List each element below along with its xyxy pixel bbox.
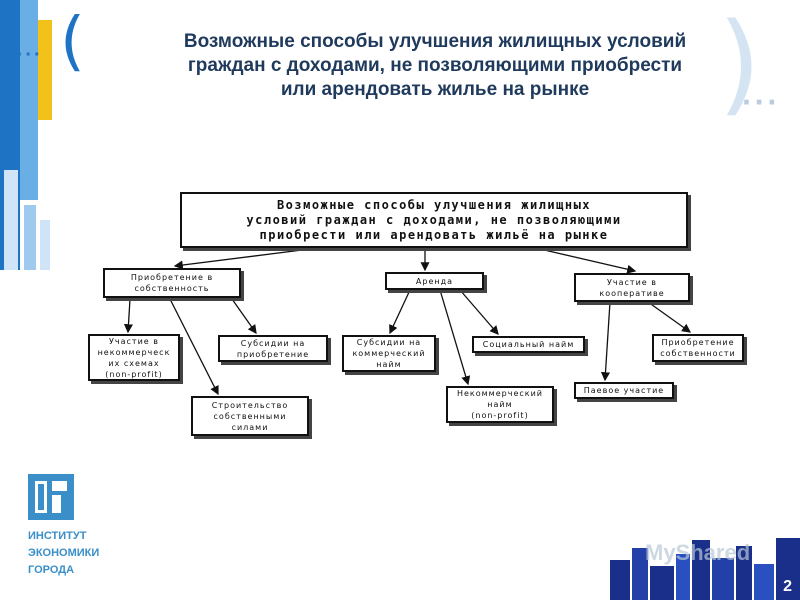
- node-share-participation: Паевое участие: [574, 382, 674, 399]
- decorative-bracket-left: (: [60, 5, 85, 79]
- decorative-bracket-right: ): [718, 0, 761, 127]
- node-purchase-subsidy: Субсидии на приобретение: [218, 335, 328, 362]
- node-nonprofit-participation: Участие в некоммерческ их схемах (non-pr…: [88, 334, 180, 381]
- decorative-left-band: [0, 0, 58, 270]
- node-self-construction: Строительство собственными силами: [191, 396, 309, 436]
- node-ownership: Приобретение в собственность: [103, 268, 241, 298]
- slide-number: 2: [783, 578, 792, 595]
- node-rent: Аренда: [385, 272, 484, 290]
- decorative-dots-left: ····: [8, 44, 43, 66]
- slide-title: Возможные способы улучшения жилищных усл…: [183, 31, 687, 100]
- institute-name: ИНСТИТУТ ЭКОНОМИКИ ГОРОДА: [28, 530, 100, 576]
- watermark-text: MyShared: [645, 540, 751, 565]
- institute-logo-icon: [28, 474, 74, 520]
- node-coop: Участие в кооперативе: [574, 273, 690, 302]
- diagram-root-node: Возможные способы улучшения жилищных усл…: [180, 192, 688, 248]
- decorative-dots-right: ···: [742, 84, 780, 120]
- decorative-city-silhouette: [600, 520, 800, 600]
- node-commercial-rent-subsidy: Субсидии на коммерческий найм: [342, 335, 436, 372]
- node-nonprofit-rent: Некоммерческий найм (non-profit): [446, 386, 554, 423]
- node-social-rent: Социальный найм: [472, 336, 585, 353]
- node-property-acquisition: Приобретение собственности: [652, 334, 744, 362]
